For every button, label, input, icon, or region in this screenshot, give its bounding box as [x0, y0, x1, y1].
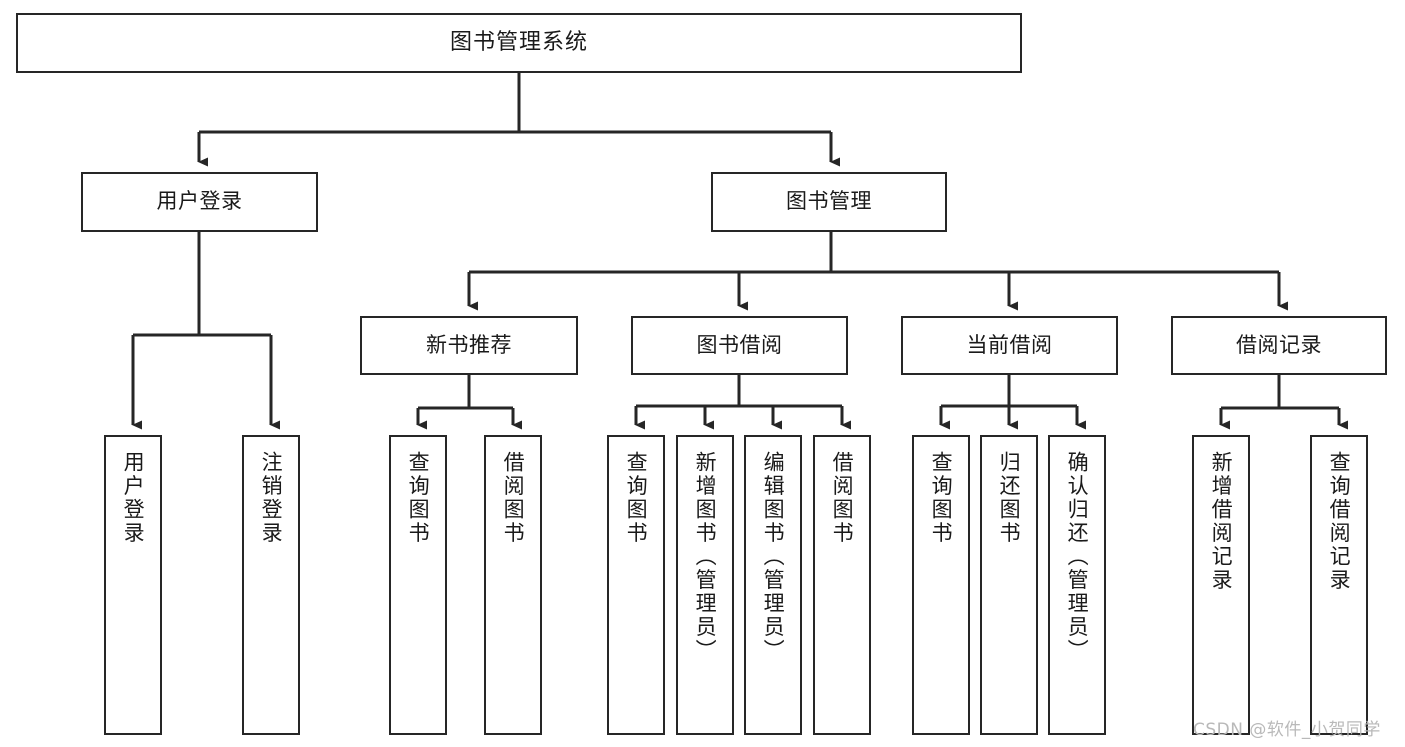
node-leaf-query-borrow-record[interactable]: 查询借阅记录: [1310, 435, 1368, 735]
node-leaf-edit-book[interactable]: 编辑图书（管理员）: [744, 435, 802, 735]
node-leaf-borrow-book-recommend[interactable]: 借阅图书: [484, 435, 542, 735]
node-label: 新书推荐: [426, 332, 512, 357]
node-book-borrow[interactable]: 图书借阅: [631, 316, 848, 375]
node-label: 查询图书: [929, 451, 954, 545]
node-label: 编辑图书（管理员）: [761, 451, 786, 663]
node-label: 借阅记录: [1236, 332, 1322, 357]
node-label: 当前借阅: [966, 332, 1053, 357]
node-leaf-query-book-current[interactable]: 查询图书: [912, 435, 970, 735]
new-book-recommend-to-leaves-connectors: [416, 375, 522, 430]
node-book-management[interactable]: 图书管理: [711, 172, 947, 232]
node-leaf-logout-login[interactable]: 注销登录: [242, 435, 300, 735]
node-label: 用户登录: [156, 189, 243, 214]
node-leaf-add-borrow-record[interactable]: 新增借阅记录: [1192, 435, 1250, 735]
node-label: 查询图书: [624, 451, 649, 545]
node-label: 图书借阅: [696, 332, 783, 357]
borrow-record-to-leaves-connectors: [1219, 375, 1348, 430]
book-management-to-level3-connectors: [467, 232, 1288, 311]
node-label: 借阅图书: [830, 451, 855, 545]
node-user-login[interactable]: 用户登录: [81, 172, 318, 232]
node-label: 查询图书: [406, 451, 431, 545]
node-leaf-query-book-borrow[interactable]: 查询图书: [607, 435, 665, 735]
node-label: 借阅图书: [501, 451, 526, 545]
node-leaf-confirm-return[interactable]: 确认归还（管理员）: [1048, 435, 1106, 735]
node-label: 查询借阅记录: [1327, 451, 1352, 592]
node-label: 确认归还（管理员）: [1065, 451, 1090, 663]
node-label: 注销登录: [259, 451, 284, 545]
node-leaf-user-login[interactable]: 用户登录: [104, 435, 162, 735]
current-borrow-to-leaves-connectors: [939, 375, 1086, 430]
node-borrow-record[interactable]: 借阅记录: [1171, 316, 1387, 375]
node-label: 用户登录: [121, 451, 146, 545]
user-login-to-leaves-connectors: [131, 232, 280, 430]
node-new-book-recommend[interactable]: 新书推荐: [360, 316, 578, 375]
node-leaf-add-book[interactable]: 新增图书（管理员）: [676, 435, 734, 735]
node-leaf-borrow-book[interactable]: 借阅图书: [813, 435, 871, 735]
node-label: 图书管理系统: [449, 29, 588, 55]
node-current-borrow[interactable]: 当前借阅: [901, 316, 1118, 375]
node-label: 图书管理: [786, 189, 872, 214]
book-borrow-to-leaves-connectors: [634, 375, 851, 430]
node-label: 新增借阅记录: [1209, 451, 1234, 592]
node-root-book-management-system[interactable]: 图书管理系统: [16, 13, 1022, 73]
node-leaf-return-book[interactable]: 归还图书: [980, 435, 1038, 735]
node-label: 新增图书（管理员）: [693, 451, 718, 663]
root-to-level2-connectors: [197, 73, 840, 167]
node-label: 归还图书: [997, 451, 1022, 545]
node-leaf-query-book-recommend[interactable]: 查询图书: [389, 435, 447, 735]
